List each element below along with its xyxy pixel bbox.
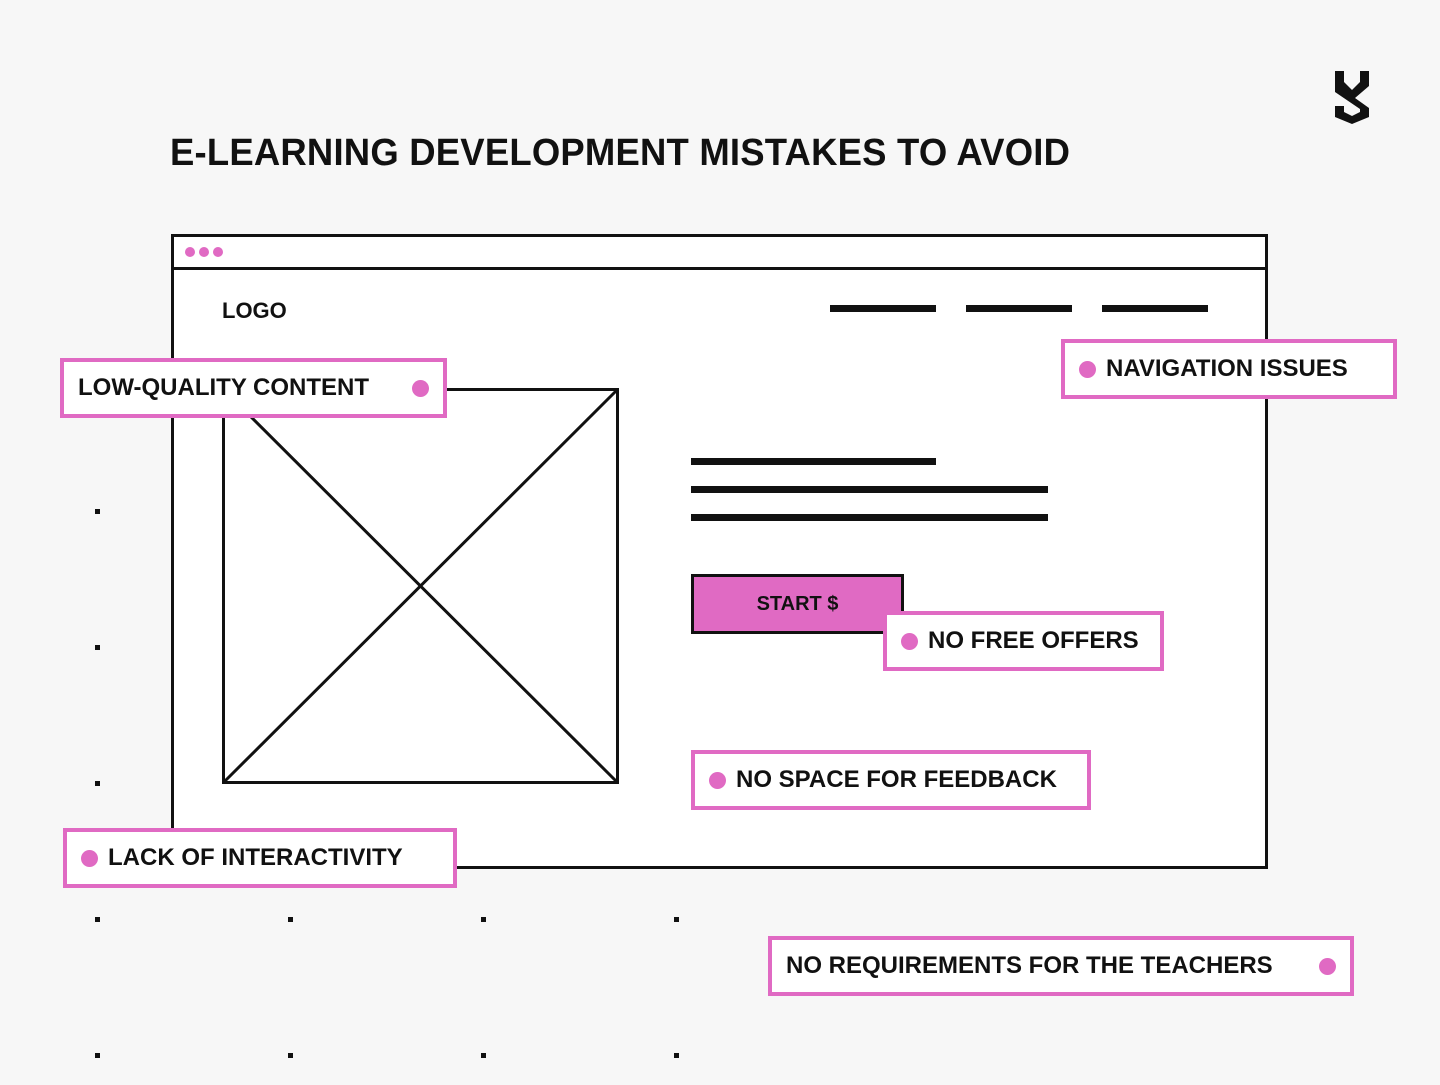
text-placeholder-line: [691, 486, 1048, 493]
callout-low-quality-content: LOW-QUALITY CONTENT: [60, 358, 447, 418]
callout-bullet-icon: [901, 632, 918, 650]
callout-label: NO FREE OFFERS: [928, 627, 1139, 654]
image-placeholder-icon: [222, 388, 619, 784]
nav-placeholder-line: [1102, 305, 1208, 312]
decorative-dot: [288, 1053, 293, 1058]
callout-navigation-issues: NAVIGATION ISSUES: [1061, 339, 1397, 399]
brand-logo-icon: [1330, 68, 1374, 126]
browser-title-bar: [174, 237, 1265, 270]
callout-bullet-icon: [81, 849, 98, 867]
callout-no-requirements-for-the-teachers: NO REQUIREMENTS FOR THE TEACHERS: [768, 936, 1354, 996]
window-control-dot-icon: [185, 247, 195, 257]
window-control-dot-icon: [213, 247, 223, 257]
decorative-dot: [674, 917, 679, 922]
decorative-dot: [95, 645, 100, 650]
decorative-dot: [95, 917, 100, 922]
text-placeholder-line: [691, 458, 936, 465]
text-placeholder-line: [691, 514, 1048, 521]
callout-label: LACK OF INTERACTIVITY: [108, 844, 403, 871]
callout-bullet-icon: [412, 379, 429, 397]
callout-label: NAVIGATION ISSUES: [1106, 355, 1348, 382]
start-button[interactable]: START $: [691, 574, 904, 634]
callout-label: LOW-QUALITY CONTENT: [78, 374, 370, 401]
decorative-dot: [95, 781, 100, 786]
callout-bullet-icon: [709, 771, 726, 789]
callout-no-space-for-feedback: NO SPACE FOR FEEDBACK: [691, 750, 1091, 810]
callout-lack-of-interactivity: LACK OF INTERACTIVITY: [63, 828, 457, 888]
decorative-dot: [481, 1053, 486, 1058]
callout-label: NO REQUIREMENTS FOR THE TEACHERS: [786, 952, 1273, 979]
decorative-dot: [95, 1053, 100, 1058]
page-title: E-LEARNING DEVELOPMENT MISTAKES TO AVOID: [170, 132, 1071, 174]
decorative-dot: [95, 509, 100, 514]
mockup-logo-text: LOGO: [222, 298, 287, 323]
callout-bullet-icon: [1079, 360, 1096, 378]
decorative-dot: [674, 1053, 679, 1058]
window-control-dot-icon: [199, 247, 209, 257]
nav-placeholder-line: [966, 305, 1072, 312]
callout-no-free-offers: NO FREE OFFERS: [883, 611, 1164, 671]
callout-label: NO SPACE FOR FEEDBACK: [736, 766, 1057, 793]
callout-bullet-icon: [1319, 957, 1336, 975]
nav-placeholder-line: [830, 305, 936, 312]
decorative-dot: [481, 917, 486, 922]
decorative-dot: [288, 917, 293, 922]
